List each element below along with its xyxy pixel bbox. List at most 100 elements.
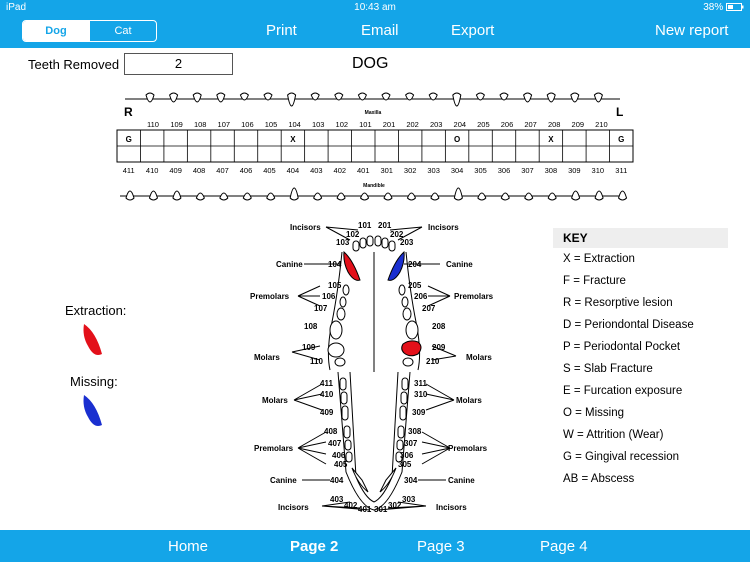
mandible-tooth (219, 192, 229, 201)
label-molars-upper-right: Molars (254, 353, 280, 362)
maxilla-tooth (593, 92, 603, 103)
mandible-tooth (547, 192, 557, 201)
mandible-tooth (266, 192, 276, 201)
mandible-tooth (313, 192, 323, 201)
missing-tooth-icon (83, 395, 102, 426)
mandible-tooth (125, 190, 135, 201)
grid-cell[interactable] (328, 130, 351, 146)
segment-cat[interactable]: Cat (89, 21, 156, 41)
mandible-tooth (477, 192, 487, 201)
grid-cell[interactable] (352, 130, 375, 146)
maxilla-tooth (381, 92, 391, 101)
grid-cell[interactable] (492, 130, 515, 146)
label-premolars-lower-left: Premolars (448, 444, 488, 453)
key-item: E = Furcation exposure (563, 385, 683, 397)
tab-bar: Home Page 2 Page 3 Page 4 (0, 530, 750, 562)
num-403: 403 (330, 495, 344, 504)
num-207: 207 (422, 304, 436, 313)
grid-mark: G (618, 135, 624, 144)
lower-tooth-number: 306 (498, 166, 511, 175)
label-leader-lines (291, 226, 457, 511)
num-208: 208 (432, 322, 446, 331)
lower-teeth (339, 377, 409, 493)
num-109: 109 (302, 343, 316, 352)
export-button[interactable]: Export (451, 22, 495, 39)
grid-cell[interactable] (586, 130, 609, 146)
grid-cell[interactable] (375, 130, 398, 146)
battery-icon (726, 3, 744, 11)
lower-tooth-number: 411 (123, 166, 135, 175)
grid-cell[interactable] (187, 130, 210, 146)
grid-cell[interactable] (516, 130, 539, 146)
tab-page-4[interactable]: Page 4 (540, 538, 588, 555)
upper-tooth-number: 204 (454, 120, 467, 129)
key-item: F = Fracture (563, 275, 626, 287)
legend-missing-label: Missing: (70, 374, 118, 389)
grid-cell[interactable] (234, 130, 257, 146)
grid-cell[interactable] (211, 130, 234, 146)
grid-cell[interactable] (164, 130, 187, 146)
num-410: 410 (320, 390, 334, 399)
tab-page-3[interactable]: Page 3 (417, 538, 465, 555)
num-405: 405 (334, 460, 348, 469)
upper-tooth-number: 102 (336, 120, 349, 129)
grid-cell[interactable] (258, 130, 281, 146)
upper-jaw-outline (327, 251, 421, 371)
mandible-tooth (148, 190, 159, 201)
label-incisors-lower-left: Incisors (436, 503, 467, 512)
upper-tooth-number: 209 (572, 120, 585, 129)
label-premolars-lower-right: Premolars (254, 444, 294, 453)
maxilla-tooth (499, 92, 509, 101)
num-305: 305 (398, 460, 412, 469)
num-107: 107 (314, 304, 328, 313)
mandible-tooth (383, 192, 393, 201)
grid-cell[interactable] (563, 130, 586, 146)
grid-cell[interactable] (398, 130, 421, 146)
new-report-button[interactable]: New report (655, 22, 729, 39)
label-molars-upper-left: Molars (466, 353, 492, 362)
print-button[interactable]: Print (266, 22, 297, 39)
label-premolars-upper-left: Premolars (454, 292, 494, 301)
tab-home[interactable]: Home (168, 538, 209, 555)
upper-tooth-number: 201 (383, 120, 396, 129)
grid-cell[interactable] (469, 130, 492, 146)
maxilla-tooth (263, 92, 273, 101)
maxilla-tooth (357, 92, 367, 101)
num-110: 110 (310, 357, 323, 366)
lower-jaw-outline (337, 371, 411, 511)
num-102: 102 (346, 230, 360, 239)
battery-indicator: 38% (703, 0, 744, 16)
segment-dog[interactable]: Dog (23, 21, 89, 41)
num-205: 205 (408, 281, 422, 290)
upper-tooth-number: 106 (241, 120, 254, 129)
mandible-tooth (242, 192, 252, 201)
email-button[interactable]: Email (361, 22, 399, 39)
lower-tooth-number: 409 (169, 166, 182, 175)
key-item: AB = Abscess (563, 473, 635, 485)
grid-cell[interactable] (422, 130, 445, 146)
lower-tooth-number: 405 (263, 166, 276, 175)
mandible-tooth (500, 192, 510, 201)
teeth-removed-input[interactable]: 2 (124, 53, 233, 75)
num-201: 201 (378, 222, 392, 230)
mandible-label: Mandible (363, 183, 385, 189)
lower-tooth-number: 307 (521, 166, 534, 175)
grid-mark: G (126, 135, 132, 144)
nav-bar: Dog Cat Print Email Export New report (0, 16, 750, 48)
num-103: 103 (336, 238, 350, 247)
tab-page-2[interactable]: Page 2 (290, 538, 339, 555)
grid-cell[interactable] (140, 130, 163, 146)
molar-209-extracted (401, 340, 422, 357)
mandible-tooth (594, 190, 604, 201)
maxilla-tooth (475, 92, 485, 101)
num-203: 203 (400, 238, 414, 247)
canine-204-missing (387, 250, 405, 281)
upper-tooth-number: 108 (194, 120, 207, 129)
grid-cell[interactable] (305, 130, 328, 146)
num-306: 306 (400, 451, 414, 460)
num-407: 407 (328, 439, 342, 448)
mouth-diagram: Incisors Incisors 101 102 103 201 202 20… (250, 222, 494, 514)
